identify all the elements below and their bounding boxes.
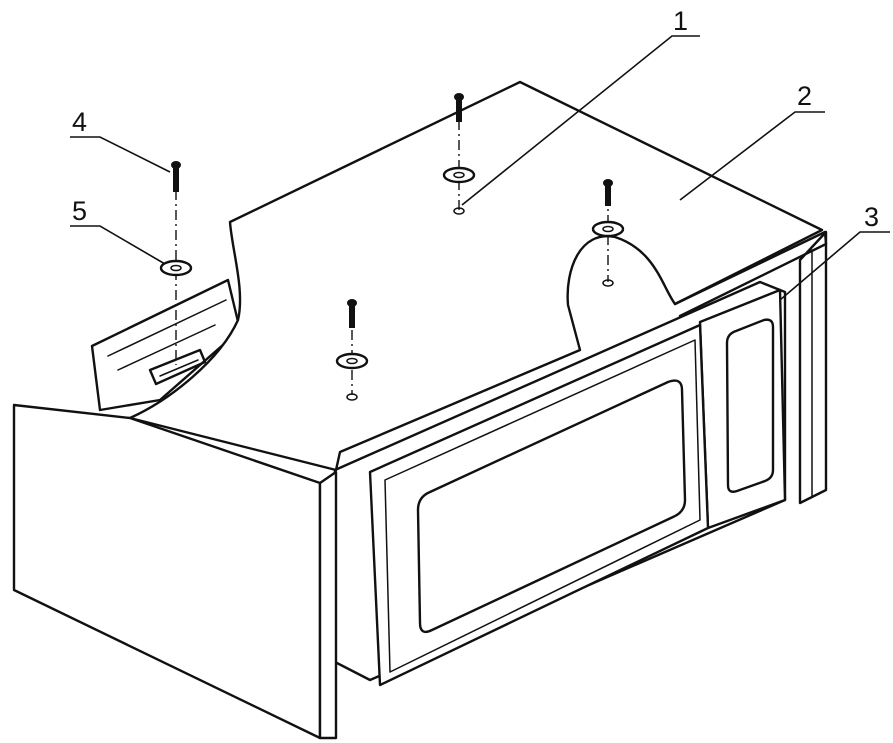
screw-right: [603, 179, 613, 206]
mount-hole-top: [453, 207, 465, 215]
leader-4: [70, 136, 171, 173]
top-panel: [128, 80, 824, 472]
mount-hole-front: [346, 393, 358, 401]
front-fascia-side: [318, 470, 338, 740]
slide-rail: [148, 348, 207, 386]
screw-top: [454, 93, 464, 122]
leader-2: [679, 111, 825, 201]
cavity-inner-edge: [107, 299, 227, 357]
microwave-door: [368, 323, 710, 687]
callout-4: 4: [72, 107, 87, 137]
top-panel-front-edge: [673, 230, 828, 318]
slide-rail-slot: [159, 359, 199, 377]
screw-front: [347, 299, 357, 328]
door-window: [416, 379, 687, 634]
callout-3: 3: [864, 202, 879, 232]
leader-5: [70, 225, 166, 265]
cabinet-right-wall: [798, 230, 828, 505]
callout-5: 5: [72, 196, 87, 226]
callout-1: 1: [673, 6, 688, 36]
control-panel-window: [725, 318, 775, 493]
callout-2: 2: [797, 81, 812, 111]
washer-front: [335, 352, 369, 370]
washer-left: [159, 259, 193, 277]
screw-left: [171, 161, 181, 192]
washer-top: [442, 166, 476, 184]
mount-hole-right: [602, 279, 614, 287]
door-inner-edge: [384, 339, 701, 673]
cavity-inner-edge-2: [117, 324, 216, 371]
leader-1: [461, 35, 700, 206]
washer-right: [591, 220, 625, 238]
leader-3: [779, 231, 890, 301]
